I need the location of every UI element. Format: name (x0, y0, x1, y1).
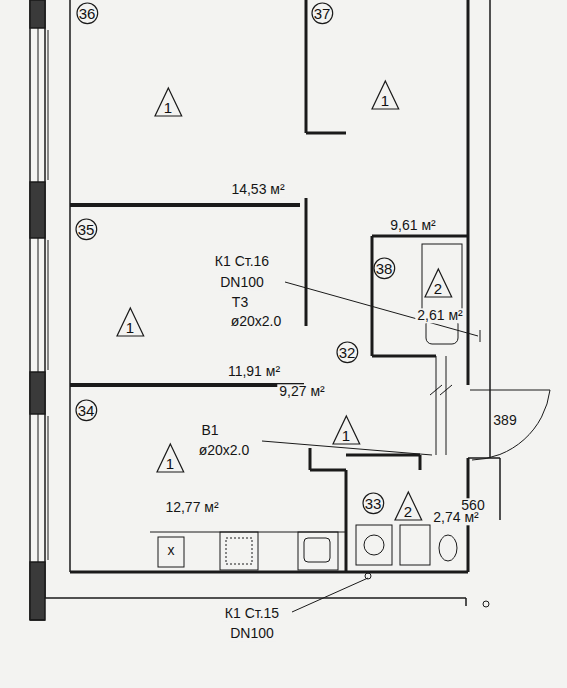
room-number-circle: 34 (75, 399, 98, 422)
room-type-triangle: 1 (371, 80, 400, 110)
plan-label: 2,61 м² (415, 308, 464, 323)
plan-label: 9,61 м² (388, 218, 437, 233)
node-text: 2 (434, 281, 442, 296)
plan-label: 2,74 м² (431, 510, 480, 525)
plan-label: В1 (199, 423, 220, 438)
plan-label: ø20х2.0 (197, 443, 252, 458)
node-text: 38 (376, 261, 393, 276)
node-text: 36 (79, 6, 96, 21)
room-number-circle: 33 (362, 492, 385, 515)
room-type-triangle: 1 (116, 307, 145, 337)
plan-label: DN100 (218, 275, 266, 290)
plan-label: 9,27 м² (277, 384, 326, 399)
plan-label: ø20х2.0 (229, 314, 284, 329)
plan-label: DN100 (228, 626, 276, 641)
room-number-circle: 38 (373, 257, 396, 280)
room-type-triangle: 1 (332, 415, 361, 445)
node-text: 32 (339, 345, 356, 360)
plan-label: х (166, 543, 177, 558)
node-text: 1 (164, 100, 172, 115)
room-number-circle: 37 (311, 2, 334, 25)
node-text: 37 (314, 6, 331, 21)
node-text: 1 (126, 320, 134, 335)
room-number-circle: 32 (336, 341, 359, 364)
node-text: 1 (166, 456, 174, 471)
room-type-triangle: 1 (156, 443, 185, 473)
plan-label: 389 (491, 413, 518, 428)
plan-label: Т3 (230, 295, 250, 310)
node-text: 2 (404, 504, 412, 519)
node-text: 35 (78, 222, 95, 237)
plan-label: 14,53 м² (229, 182, 286, 197)
room-number-circle: 36 (76, 2, 99, 25)
room-number-circle: 35 (75, 218, 98, 241)
room-type-triangle: 2 (394, 491, 423, 521)
node-text: 33 (365, 496, 382, 511)
plan-label: К1 Ст.15 (223, 606, 281, 621)
node-text: 1 (381, 93, 389, 108)
node-text: 1 (342, 428, 350, 443)
plan-label: 12,77 м² (163, 500, 220, 515)
plan-label: К1 Ст.16 (213, 254, 271, 269)
room-type-triangle: 2 (424, 268, 453, 298)
plan-label: 11,91 м² (226, 364, 282, 379)
room-type-triangle: 1 (154, 87, 183, 117)
node-text: 34 (78, 403, 95, 418)
